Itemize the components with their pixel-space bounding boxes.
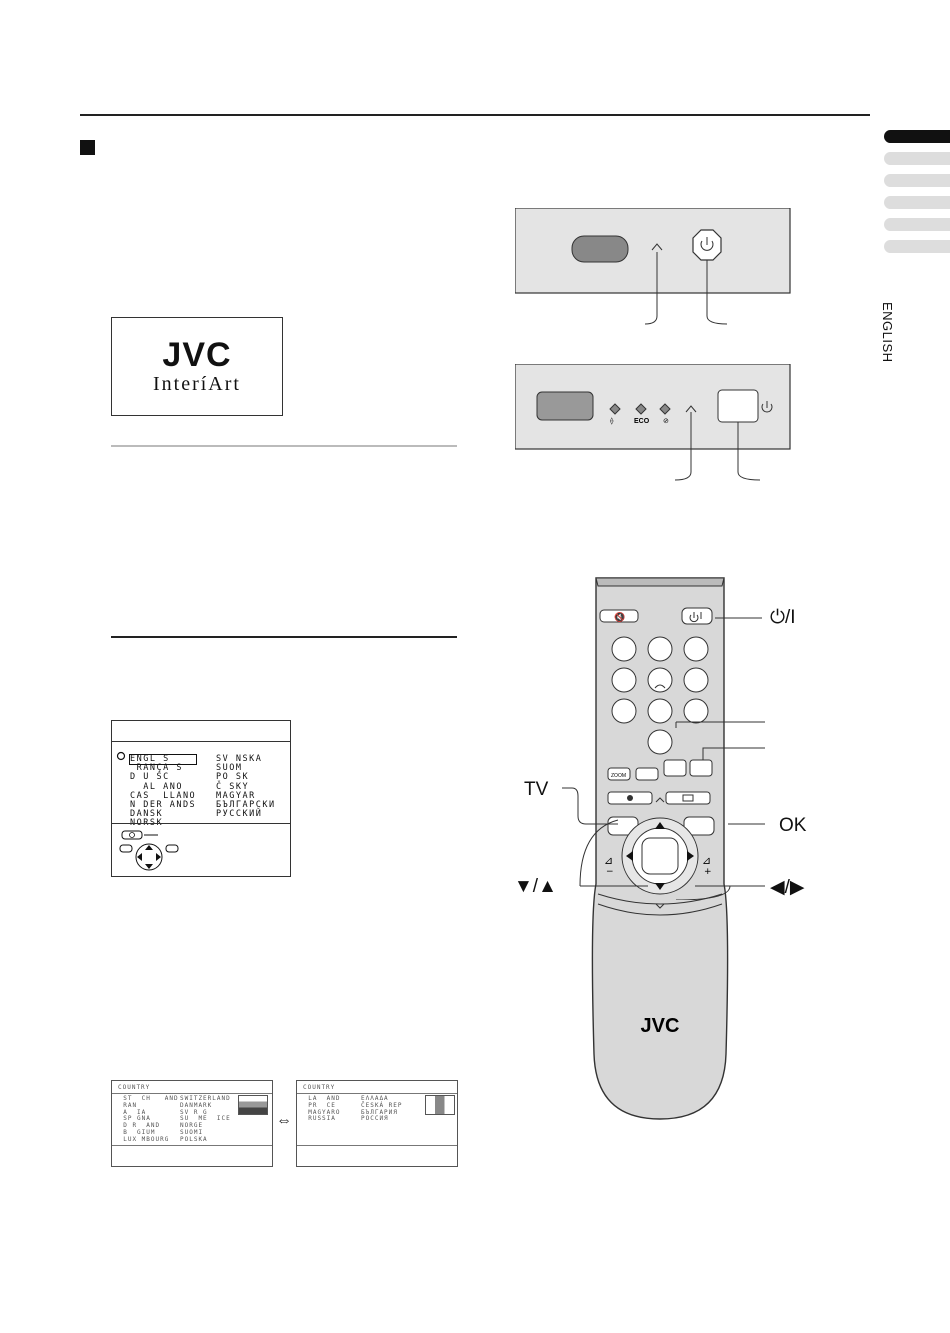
language-item[interactable]: БЪЛГАРСКИ — [216, 800, 276, 811]
country-item[interactable]: NORGE — [180, 1122, 204, 1130]
country-item[interactable]: A IA — [114, 1108, 147, 1116]
country-item[interactable]: ČESKÁ REP — [361, 1101, 403, 1109]
country-item[interactable]: SUOMI — [180, 1128, 204, 1136]
country-item[interactable]: ΕΛΛΑΔΑ — [361, 1095, 389, 1102]
logo-subtitle: InteríArt — [153, 373, 241, 395]
remote-power-button[interactable] — [681, 607, 713, 625]
language-item[interactable]: NORSK — [130, 819, 196, 828]
tv-callout: TV — [524, 779, 549, 800]
language-item[interactable]: PO SK — [216, 772, 250, 783]
language-tab[interactable] — [884, 240, 950, 253]
country-item[interactable]: SU ME ICE — [180, 1115, 231, 1123]
remote-brand: JVC — [641, 1015, 680, 1037]
country-item[interactable]: SWITZERLAND — [180, 1095, 231, 1102]
country-item[interactable]: БЪЛГАРИЯ — [361, 1108, 398, 1116]
up-down-callout: ▼/▲ — [514, 876, 557, 897]
remote-callouts — [562, 617, 765, 900]
country-menu-right: COUNTRY LA AND PR CE MAGYARO RUSSIA ΕΛΛΑ… — [296, 1080, 458, 1167]
language-item[interactable]: RANÇA S — [130, 763, 183, 774]
country-item[interactable]: PR CE — [299, 1101, 336, 1109]
language-item[interactable]: SV NSKA — [216, 754, 263, 764]
front-panel-2: ECO ⟠ ⊘ — [515, 364, 791, 481]
menu-navigation-icon — [119, 830, 179, 871]
flag-swatch — [238, 1095, 268, 1115]
language-item[interactable]: D U SC — [130, 772, 177, 783]
language-list-col1: ENGL S RANÇA S D U SC AL ANO CAS LLANO N… — [128, 753, 198, 829]
language-item[interactable]: SUOM — [216, 763, 243, 774]
logo-screen: JVC InteríArt — [111, 317, 283, 416]
language-list-col2: SV NSKA SUOM PO SK Č SKY MAGYAR БЪЛГАРСК… — [216, 754, 276, 820]
language-item-selected[interactable]: ENGL S — [128, 753, 198, 766]
switch-arrow-icon: ⇔ — [276, 1112, 292, 1129]
country-item[interactable]: SV R G — [180, 1108, 208, 1116]
logo-brand: JVC — [162, 336, 232, 374]
language-item[interactable]: Č SKY — [216, 781, 250, 792]
svg-text:ZOOM: ZOOM — [611, 773, 626, 779]
country-item[interactable]: POLSKA — [180, 1135, 208, 1143]
country-item[interactable]: ST CH AND — [114, 1095, 179, 1102]
left-right-callout: ◀/▶ — [770, 877, 805, 898]
svg-text:+: + — [704, 867, 712, 877]
flag-swatch — [425, 1095, 455, 1115]
country-menu-left: COUNTRY ST CH AND RAN A IA SP GNA D R AN… — [111, 1080, 273, 1167]
svg-text:⊘: ⊘ — [663, 418, 669, 425]
country-item[interactable]: D R AND — [114, 1122, 161, 1130]
separator — [111, 636, 457, 638]
language-menu-screen: ENGL S RANÇA S D U SC AL ANO CAS LLANO N… — [111, 720, 291, 877]
country-item[interactable]: MAGYARO — [299, 1108, 341, 1116]
country-item[interactable]: RAN — [114, 1101, 147, 1109]
header-rule — [80, 114, 870, 116]
ok-callout: OK — [779, 815, 807, 836]
language-tab-active[interactable] — [884, 130, 950, 143]
country-item[interactable]: SP GNA — [114, 1115, 151, 1123]
section-bullet — [80, 140, 95, 155]
svg-text:−: − — [606, 867, 614, 877]
language-item[interactable]: CAS LLANO — [130, 790, 197, 801]
language-item[interactable]: DANSK — [130, 809, 164, 820]
language-tab[interactable] — [884, 218, 950, 231]
language-item[interactable]: N DER ANDS — [130, 800, 197, 811]
country-menu-title: COUNTRY — [303, 1084, 336, 1091]
menu-cursor-icon — [116, 751, 126, 761]
remote-control: 🔇 ZOOM ⊿ ⊿ − + JVC — [591, 577, 729, 1120]
country-menu-title: COUNTRY — [118, 1084, 151, 1091]
country-item[interactable]: LUX MBOURG — [114, 1135, 170, 1143]
language-label: ENGLISH — [880, 302, 895, 363]
language-item[interactable]: РУССКИЙ — [216, 809, 263, 820]
country-item[interactable]: РОССИЯ — [361, 1115, 389, 1123]
eco-label: ECO — [634, 418, 650, 425]
country-item[interactable]: LA AND — [299, 1095, 341, 1102]
language-tab[interactable] — [884, 196, 950, 209]
svg-text:⊿: ⊿ — [604, 854, 613, 867]
language-item[interactable]: MAGYAR — [216, 790, 256, 801]
language-tab[interactable] — [884, 152, 950, 165]
language-tabs — [884, 130, 950, 262]
separator — [111, 445, 457, 447]
svg-text:🔇: 🔇 — [614, 611, 625, 623]
front-panel-1 — [515, 208, 791, 325]
language-tab[interactable] — [884, 174, 950, 187]
country-item[interactable]: B GIUM — [114, 1128, 156, 1136]
svg-text:⊿: ⊿ — [702, 854, 711, 867]
country-item[interactable]: DANMARK — [180, 1101, 213, 1109]
country-item[interactable]: RUSSIA — [299, 1115, 336, 1123]
language-item[interactable]: AL ANO — [130, 781, 183, 792]
power-callout: ⏻/I — [770, 607, 796, 628]
svg-text:⟠: ⟠ — [610, 417, 614, 425]
